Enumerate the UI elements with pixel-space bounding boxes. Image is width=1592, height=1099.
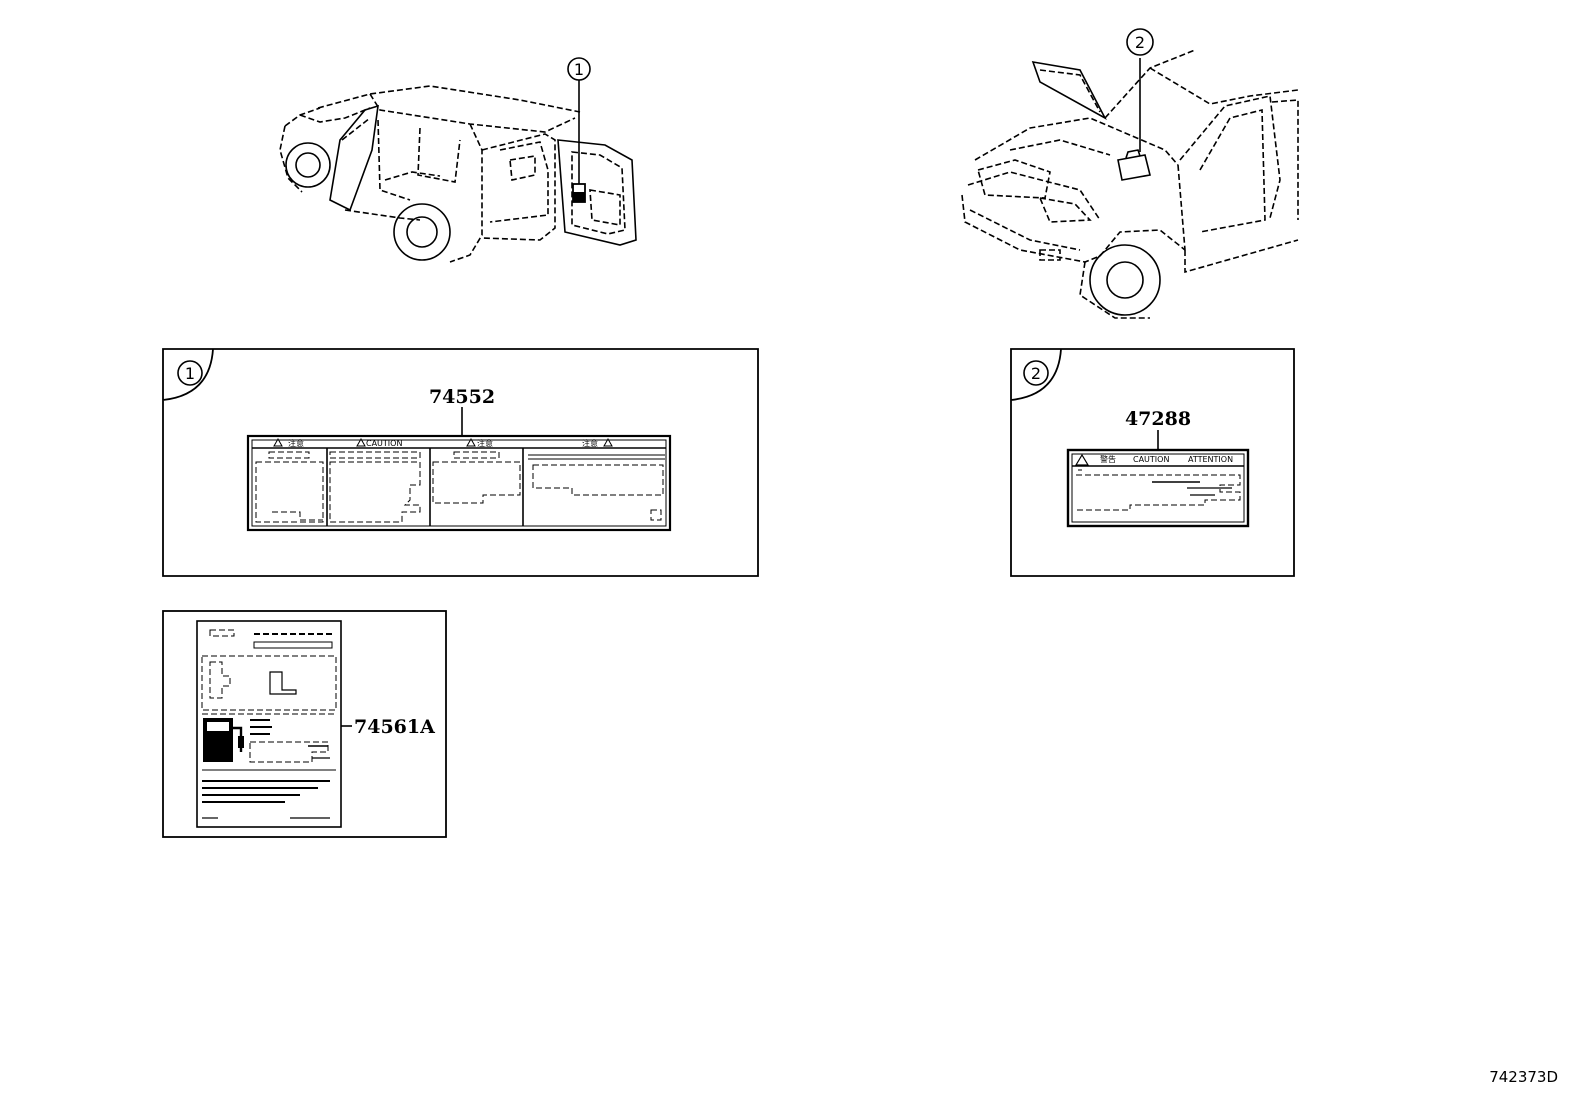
- truck-front-illustration: [961, 49, 1299, 319]
- label-47288: [1066, 448, 1250, 528]
- label-74552-header-4: 注意: [582, 438, 598, 448]
- panel-2-callout-number: 2: [1031, 364, 1041, 383]
- fuel-pump-icon: [203, 718, 244, 762]
- part-number-74552: 74552: [429, 386, 495, 408]
- label-47288-header-3: ATTENTION: [1188, 455, 1233, 464]
- panel-1: [162, 348, 759, 577]
- label-74552-header-2: CAUTION: [366, 439, 402, 448]
- illustration-id: 742373D: [1489, 1068, 1558, 1086]
- callout-1-top-number: 1: [574, 60, 584, 79]
- label-74561A: [196, 620, 342, 828]
- panel-2: [1010, 348, 1295, 577]
- label-74552-header-3: 注意: [477, 438, 493, 448]
- part-number-47288: 47288: [1125, 408, 1191, 430]
- label-47288-header-1: 警告: [1100, 454, 1116, 464]
- callout-2-top: [1126, 28, 1154, 56]
- panel-3: [162, 610, 447, 838]
- panel-1-callout-number: 1: [185, 364, 195, 383]
- callout-1-top: [567, 57, 591, 81]
- part-number-74561A: 74561A: [354, 716, 435, 738]
- callout-2-top-number: 2: [1135, 33, 1145, 52]
- label-47288-header-2: CAUTION: [1133, 455, 1169, 464]
- label-74552-header-1: 注意: [288, 438, 304, 448]
- label-74552: [246, 434, 672, 532]
- suv-rear-illustration: [279, 80, 637, 263]
